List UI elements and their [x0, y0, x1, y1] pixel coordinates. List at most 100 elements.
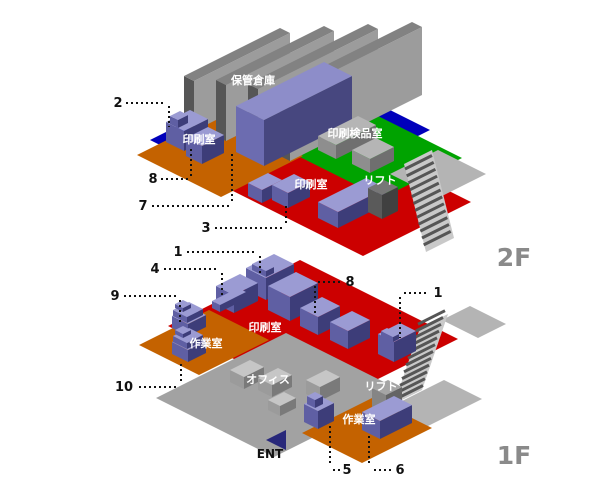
machine-1f-9-mid-right-face [187, 309, 203, 323]
callout-lines [124, 102, 428, 471]
machine-1f-5-top-top-face [307, 392, 323, 400]
machine-2f-b-right-face [202, 135, 224, 164]
stairs-2f-step [421, 223, 450, 240]
office-desk-1-left-face [230, 370, 244, 389]
stairs-2f [404, 150, 454, 252]
callout-1f-4: 4 [150, 262, 159, 277]
machine-2f-d-top-face [272, 174, 310, 193]
storage-slab-3-top-face [248, 24, 378, 89]
stairs-2f-step [407, 167, 437, 185]
room-label-work-left: 作業室 [190, 336, 223, 350]
room-label-lift-2f: リフト [364, 174, 397, 187]
stairs-1f-step [403, 356, 432, 374]
stairs-1f-step [413, 322, 442, 340]
office-desk-4-top-face [306, 370, 340, 387]
machine-1f-10-base-right-face [188, 341, 206, 362]
print-building-top-face [236, 62, 352, 120]
callout-1f-10: 10 [115, 380, 133, 395]
machine-2f-b-top-face [186, 127, 224, 146]
machine-1f-1b-right-face [394, 331, 416, 362]
print-building-left-face [236, 106, 264, 166]
stairs-2f-ramp [404, 150, 454, 252]
stairs-2f-step [417, 209, 447, 226]
machine-1f-8-top-face [300, 297, 340, 317]
callout-2f-2: 2 [113, 96, 122, 111]
machine-2f-b-left-face [186, 138, 202, 164]
inspection-machine-1-right-face [336, 125, 376, 159]
lift-2f-box-left-face [368, 188, 382, 219]
machine-1f-8-right-face [318, 306, 340, 335]
callout-1f-1b: 1 [433, 286, 442, 301]
callout-1f-5: 5 [342, 463, 351, 478]
office-desk-4-right-face [320, 377, 340, 401]
stairs-1f-step [415, 316, 444, 333]
office-desk-3-left-face [268, 400, 280, 416]
machine-1f-10-top-left-face [175, 330, 183, 338]
stairs-2f-step [404, 154, 433, 171]
room-label-print-left-2f: 印刷室 [183, 132, 216, 146]
room-label-inspection: 印刷検品室 [328, 126, 383, 140]
machine-1f-10-mid-right-face [187, 335, 203, 349]
storage-slab-2-top-face [216, 26, 334, 85]
stairs-1f-step [399, 370, 428, 387]
machine-2f-a-left-face [166, 122, 184, 151]
stairs-1f-step [411, 329, 440, 346]
stairs-1f-step [397, 377, 426, 394]
machine-1f-6-right-face [380, 405, 412, 439]
callout-1f-9: 9 [110, 289, 119, 304]
stairs-2f-step [414, 195, 443, 212]
machine-1f-10-top-right-face [183, 330, 191, 338]
machine-1f-1b-left-face [378, 334, 394, 362]
office-desk-2-left-face [258, 378, 272, 397]
stairs-2f-step [423, 230, 452, 247]
machine-2f-d-left-face [272, 185, 288, 208]
callout-1f-6: 6 [395, 463, 404, 478]
inspection-machine-2-left-face [352, 150, 370, 173]
machine-1f-1a-ridge-right-face [266, 267, 274, 277]
room-label-storage: 保管倉庫 [230, 73, 275, 87]
machine-1f-4-deck-top-face [212, 288, 246, 305]
machine-1f-10-mid-left-face [173, 336, 187, 349]
stairs-1f-step [405, 350, 434, 367]
room-label-lift-1f: リフト [365, 380, 398, 393]
machine-1f-1b-ridge-right-face [393, 334, 399, 342]
lift-1f-box-top-face [372, 380, 402, 395]
print-building-right-face [264, 76, 352, 166]
lift-2f-box-top-face [368, 180, 398, 195]
labels: 保管倉庫 印刷室 印刷検品室 印刷室 リフト 印刷室 作業室 オフィス リフト … [110, 73, 531, 478]
callout-1f-8: 8 [345, 275, 354, 290]
callout-2f-7: 7 [138, 199, 147, 214]
stairs-2f-step [409, 174, 438, 192]
storage-slab-2-left-face [216, 80, 226, 141]
room-label-print-main-1f: 印刷室 [249, 320, 282, 334]
machine-1f-1a-ridge-left-face [252, 264, 266, 277]
machine-1f-10-base-left-face [172, 342, 188, 362]
machine-1f-big-top-face [268, 272, 318, 297]
entrance-label: ENT [257, 447, 284, 461]
floor-1f-landing [442, 306, 506, 338]
machine-1f-10-top-top-face [175, 326, 191, 334]
machine-2f-a-hopper-right-face [178, 115, 188, 128]
machine-1f-9-top-right-face [183, 304, 191, 312]
stairs-2f-step [419, 216, 448, 233]
machine-1f-big-left-face [268, 286, 290, 321]
entrance-arrow-icon [266, 430, 286, 450]
callout-1f-1a: 1 [173, 245, 182, 260]
machine-2f-a-hopper-top-face [170, 111, 188, 120]
machine-1f-5-right-face [318, 403, 334, 429]
machine-1f-1a-ridge-top-face [252, 260, 274, 271]
machine-2f-d-right-face [288, 182, 310, 208]
inspection-machine-2-top-face [352, 138, 394, 159]
stairs-1f [394, 309, 448, 404]
room-label-work-right: 作業室 [343, 412, 376, 426]
callout-2f-3: 3 [201, 221, 210, 236]
storage-slab-1-top-face [184, 28, 290, 81]
office-desk-1-right-face [244, 367, 264, 389]
callout-2f-8: 8 [148, 172, 157, 187]
stairs-2f-step [412, 188, 442, 205]
machine-2f-c-left-face [248, 183, 262, 203]
machine-1f-mid-right-face [348, 320, 370, 349]
stairs-2f-step [406, 161, 435, 178]
